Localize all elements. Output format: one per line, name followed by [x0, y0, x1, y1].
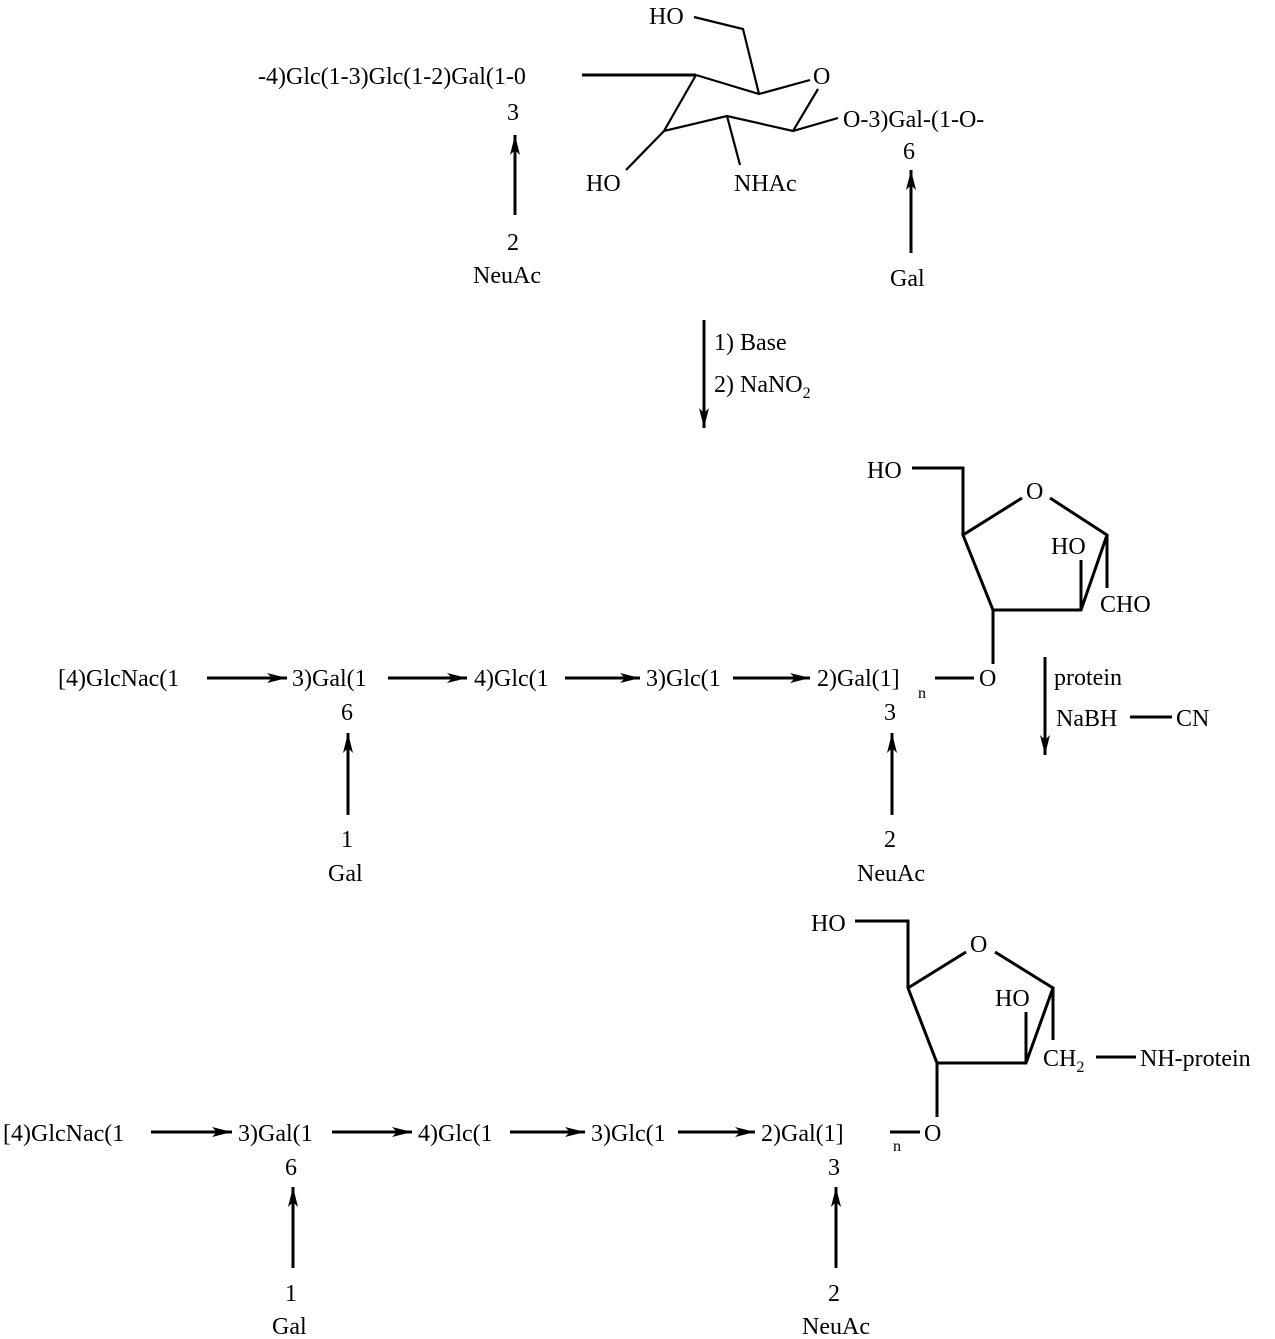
ch2oh-label: HO [811, 911, 846, 937]
ch2oh-bond [855, 921, 908, 988]
chain-residue: 3)Gal(1 [238, 1121, 313, 1147]
branch-anomeric: 1 [285, 1281, 297, 1307]
reactant: -4)Glc(1-3)Glc(1-2)Gal(1-0 HO O HO NHAc … [258, 4, 984, 292]
link-oxygen: O [924, 1121, 941, 1147]
repeat-subscript: n [918, 685, 926, 702]
branch-sugar-gal: Gal [328, 861, 363, 887]
ring-oxygen-label: O [1026, 479, 1043, 505]
conjugate-label: NH-protein [1140, 1046, 1251, 1072]
branch-position: 3 [828, 1155, 840, 1181]
reagent-base: 1) Base [714, 330, 787, 356]
branch-sugar-gal: Gal [890, 266, 925, 292]
chain-residue: 4)Glc(1 [418, 1121, 493, 1147]
branch-position: 6 [341, 700, 353, 726]
ch2oh-bond [694, 17, 759, 94]
oh-bond [626, 131, 664, 170]
reagent-nabh-left: NaBH [1056, 706, 1117, 732]
reaction-step-1: 1) Base 2) NaNO2 [704, 320, 811, 428]
ring-oxygen-label: O [813, 64, 830, 90]
chain-residue: 3)Gal(1 [292, 666, 367, 692]
ch2-label: CH2 [1043, 1046, 1084, 1076]
oh-label: HO [995, 986, 1030, 1012]
branch-position: 6 [903, 139, 915, 165]
oh-label: HO [1051, 534, 1086, 560]
furanose-ring [908, 952, 1053, 1063]
nhac-label: NHAc [734, 171, 797, 197]
oh-label: HO [586, 171, 621, 197]
reactant-chain-right: O-3)Gal-(1-O- [843, 107, 984, 133]
branch-sugar-neuac: NeuAc [802, 1314, 870, 1339]
branch-anomeric: 1 [341, 827, 353, 853]
reaction-step-2: protein NaBH CN [1045, 657, 1209, 755]
ch2oh-label: HO [867, 458, 902, 484]
chain-residue: [4)GlcNac(1 [3, 1121, 124, 1147]
chain-residue: 2)Gal(1] [761, 1121, 844, 1147]
aldehyde-label: CHO [1100, 592, 1151, 618]
chain-residue: [4)GlcNac(1 [58, 666, 179, 692]
branch-position: 6 [285, 1155, 297, 1181]
reagent-protein: protein [1054, 665, 1122, 691]
reagent-nabh-right: CN [1176, 706, 1209, 732]
ch2oh-label: HO [649, 4, 684, 30]
branch-position: 3 [507, 100, 519, 126]
product: [4)GlcNac(1 3)Gal(1 4)Glc(1 3)Glc(1 2)Ga… [3, 911, 1251, 1339]
chain-residue: 4)Glc(1 [474, 666, 549, 692]
chain-residue: 3)Glc(1 [591, 1121, 666, 1147]
branch-anomeric: 2 [884, 827, 896, 853]
branch-position: 3 [884, 700, 896, 726]
branch-sugar-gal: Gal [272, 1314, 307, 1339]
branch-sugar-neuac: NeuAc [857, 861, 925, 887]
chain-residue: 2)Gal(1] [817, 666, 900, 692]
reactant-chain-left: -4)Glc(1-3)Glc(1-2)Gal(1-0 [258, 64, 526, 90]
link-oxygen: O [979, 666, 996, 692]
nhac-bond [727, 116, 740, 165]
reagent-nano2: 2) NaNO2 [714, 372, 811, 402]
branch-sugar-neuac: NeuAc [473, 263, 541, 289]
pyranose-ring [696, 75, 810, 94]
ch2oh-bond [912, 468, 963, 535]
intermediate: [4)GlcNac(1 3)Gal(1 4)Glc(1 3)Glc(1 2)Ga… [58, 458, 1151, 887]
branch-anomeric: 2 [828, 1281, 840, 1307]
branch-anomeric: 2 [507, 230, 519, 256]
ring-oxygen-label: O [970, 932, 987, 958]
chain-residue: 3)Glc(1 [646, 666, 721, 692]
repeat-subscript: n [893, 1138, 901, 1155]
